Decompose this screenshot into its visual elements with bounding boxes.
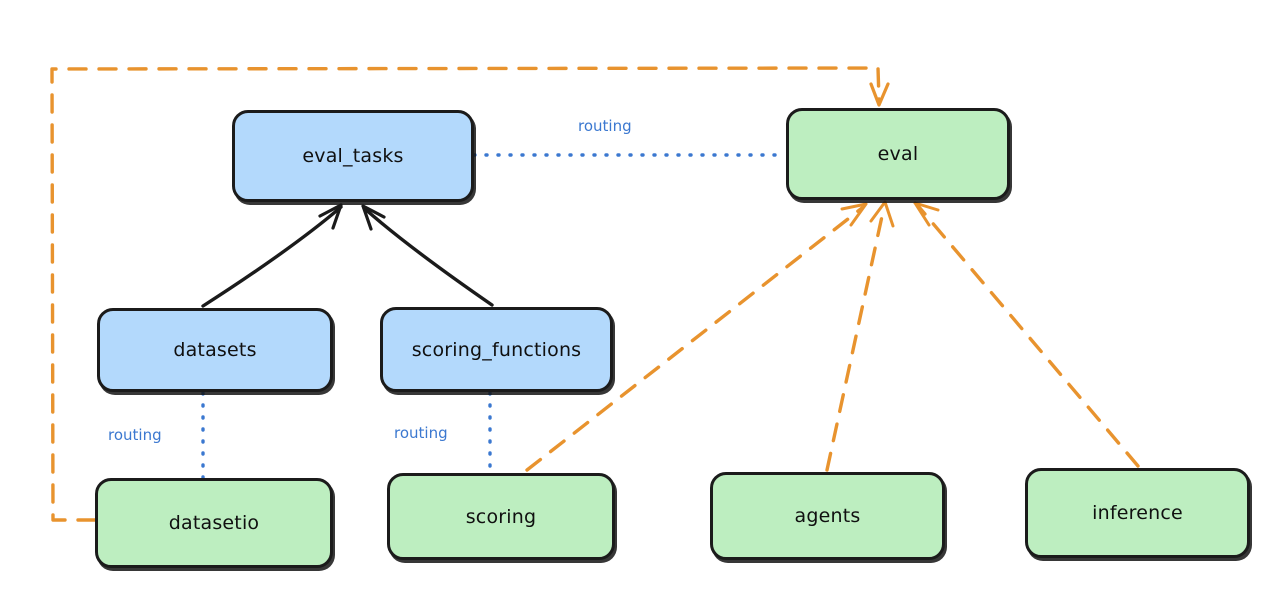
node-scoring[interactable]: scoring: [387, 473, 615, 560]
node-label: agents: [794, 505, 861, 527]
node-label: eval_tasks: [302, 145, 404, 167]
node-label: datasetio: [168, 512, 260, 534]
node-label: eval: [877, 143, 919, 165]
edge-label-routing-eval-tasks: routing: [578, 117, 632, 135]
node-label: scoring_functions: [411, 338, 582, 361]
node-datasetio[interactable]: datasetio: [95, 478, 333, 568]
edge-datasets-to-eval_tasks: [201, 203, 343, 308]
node-eval[interactable]: eval: [786, 108, 1010, 200]
node-datasets[interactable]: datasets: [97, 308, 333, 392]
node-label: scoring: [465, 505, 537, 528]
edge-scoring_functions-to-eval_tasks: [361, 204, 494, 307]
edge-label-routing-datasets: routing: [108, 426, 162, 444]
edge-label-routing-scoring-functions: routing: [394, 424, 448, 442]
node-label: inference: [1092, 502, 1183, 524]
node-eval-tasks[interactable]: eval_tasks: [232, 110, 474, 202]
node-scoring-functions[interactable]: scoring_functions: [380, 307, 613, 392]
edge-agents-to-eval: [825, 200, 895, 472]
edge-inference-to-eval: [913, 201, 1140, 468]
node-inference[interactable]: inference: [1025, 468, 1250, 558]
node-label: datasets: [173, 339, 257, 361]
node-agents[interactable]: agents: [710, 472, 945, 560]
